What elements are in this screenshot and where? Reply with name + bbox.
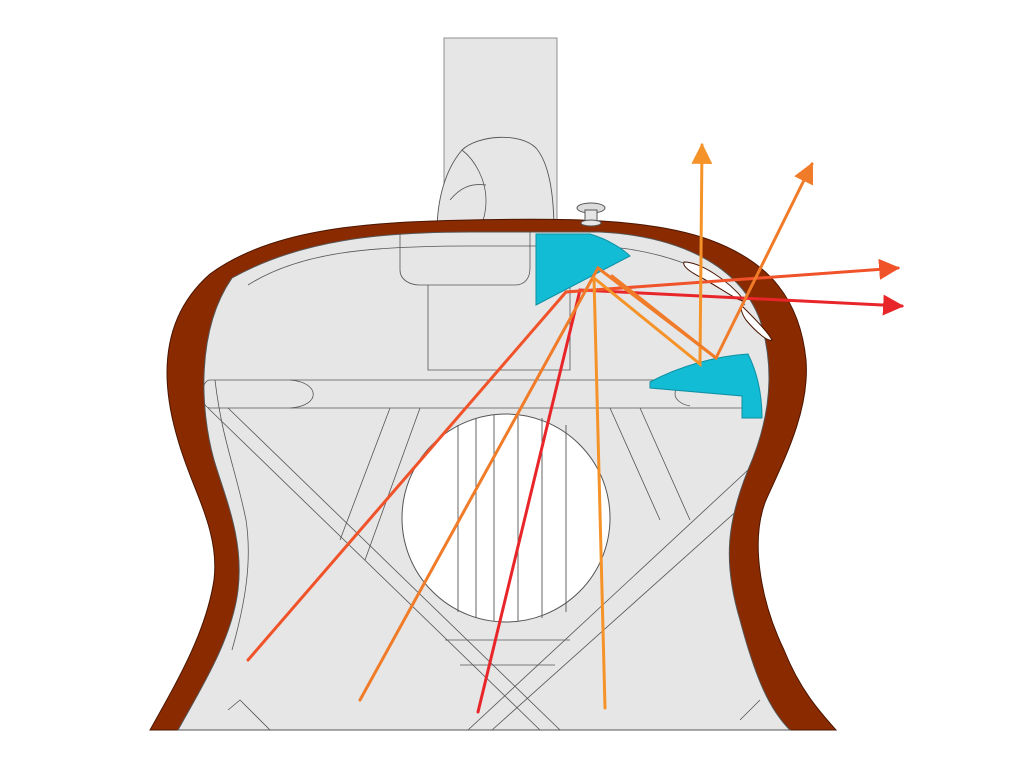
diagonal-brace-left (339, 407, 421, 561)
neck-block (399, 232, 531, 286)
internal-bracing (202, 232, 761, 730)
reflectors (535, 233, 763, 419)
x-brace-left-a (207, 407, 541, 730)
x-brace-left-b (227, 407, 561, 730)
ray-orange-2 (610, 274, 718, 360)
sound-hole-strings (457, 415, 567, 621)
brace-end-left (289, 379, 314, 409)
neck-heel (436, 136, 555, 233)
waist-contour (214, 379, 249, 651)
bridge-plate (445, 639, 570, 666)
side-port-lower (740, 305, 773, 341)
x-brace-right-a (467, 469, 749, 730)
ray-amber-1 (592, 276, 607, 710)
reflector-lower (649, 353, 763, 419)
ray-orange-red-1 (246, 258, 901, 662)
tail-strip (227, 699, 761, 730)
ray-amber-2 (592, 142, 713, 368)
rays (246, 142, 905, 714)
reflector-upper (535, 233, 631, 306)
strap-button-base (580, 219, 602, 227)
diagonal-brace-right (609, 407, 691, 521)
guitar-neck (436, 37, 558, 239)
x-brace-right-b (491, 489, 761, 730)
sound-hole-opening (401, 413, 611, 623)
strap-button-icon (576, 202, 606, 227)
sound-hole (401, 413, 611, 623)
